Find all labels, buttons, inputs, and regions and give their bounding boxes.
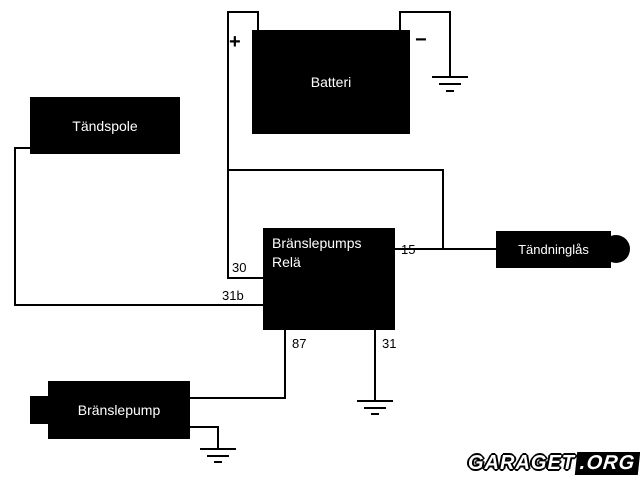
- battery-box: Batteri: [252, 30, 410, 134]
- ground-symbol-relay-31: [357, 400, 393, 415]
- ignition-coil-label: Tändspole: [72, 117, 138, 134]
- battery-label: Batteri: [310, 74, 352, 90]
- terminal-label-87: 87: [292, 336, 307, 351]
- wire-battery-plus-to-relay-30: [227, 11, 263, 279]
- fuel-pump-label: Bränslepump: [77, 402, 161, 418]
- fuel-pump-box: Bränslepump: [48, 381, 190, 439]
- wire-fuel-pump-to-ground: [190, 426, 219, 448]
- terminal-label-31: 31: [382, 336, 397, 351]
- ground-symbol-battery: [432, 76, 468, 92]
- wire-relay-87-to-fuel-pump: [190, 330, 286, 399]
- fuel-pump-connector-tab: [30, 396, 48, 424]
- ground-symbol-fuel-pump: [200, 448, 236, 463]
- battery-minus-sign: −: [415, 29, 427, 51]
- battery-plus-sign: +: [229, 31, 241, 53]
- garaget-watermark-logo: GARAGET .ORG: [468, 452, 640, 475]
- fuel-pump-relay-label: Bränslepumps Relä: [272, 235, 362, 270]
- terminal-label-31b: 31b: [222, 288, 244, 303]
- wire-relay-31b-to-ignition-coil: [14, 147, 263, 306]
- watermark-site-text: GARAGET: [468, 452, 575, 474]
- ignition-lock-box: Tändninglås: [496, 231, 611, 268]
- terminal-label-30: 30: [232, 260, 247, 275]
- wire-battery-minus-to-ground: [399, 11, 451, 77]
- ignition-lock-label: Tändninglås: [518, 242, 589, 257]
- watermark-tld-text: .ORG: [574, 452, 640, 475]
- fuel-pump-relay-box: Bränslepumps Relä: [263, 228, 395, 330]
- ignition-coil-box: Tändspole: [30, 97, 180, 154]
- wire-plus-branch-to-ignition-lock: [228, 169, 444, 249]
- ignition-lock-knob: [602, 235, 630, 263]
- terminal-label-15: 15: [401, 242, 416, 257]
